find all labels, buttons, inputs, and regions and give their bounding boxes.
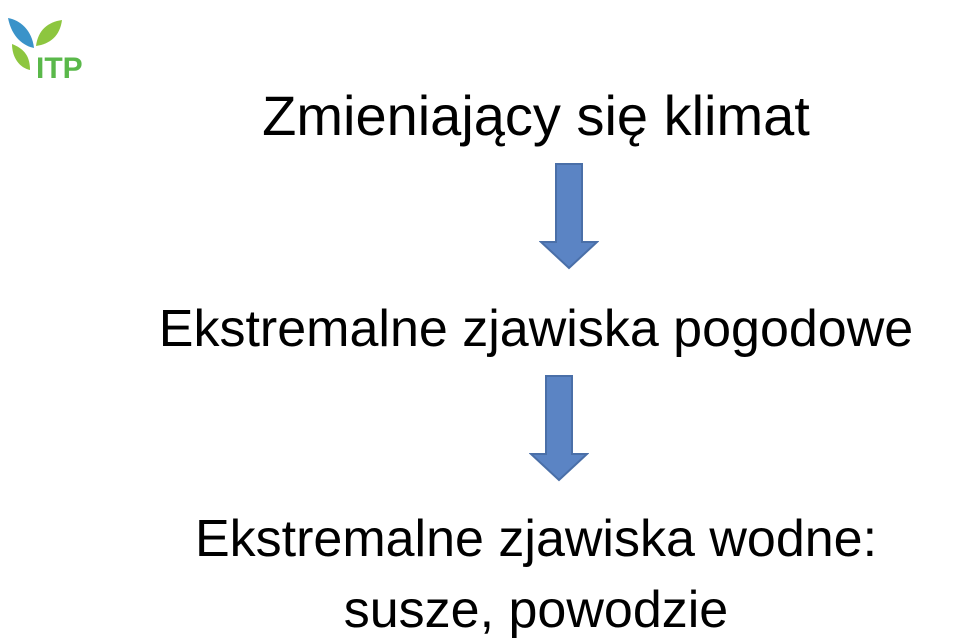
- arrow-down-icon: [529, 375, 589, 482]
- itp-logo: ITP: [6, 14, 90, 84]
- svg-text:ITP: ITP: [36, 52, 83, 84]
- arrow-down-icon: [539, 163, 599, 270]
- effect-text: Ekstremalne zjawiska pogodowe: [158, 300, 914, 358]
- result-text-line-1: Ekstremalne zjawiska wodne:: [194, 510, 878, 568]
- result-text-line-2: susze, powodzie: [343, 581, 729, 639]
- itp-logo-icon: ITP: [8, 18, 83, 84]
- cause-text: Zmieniający się klimat: [262, 84, 810, 147]
